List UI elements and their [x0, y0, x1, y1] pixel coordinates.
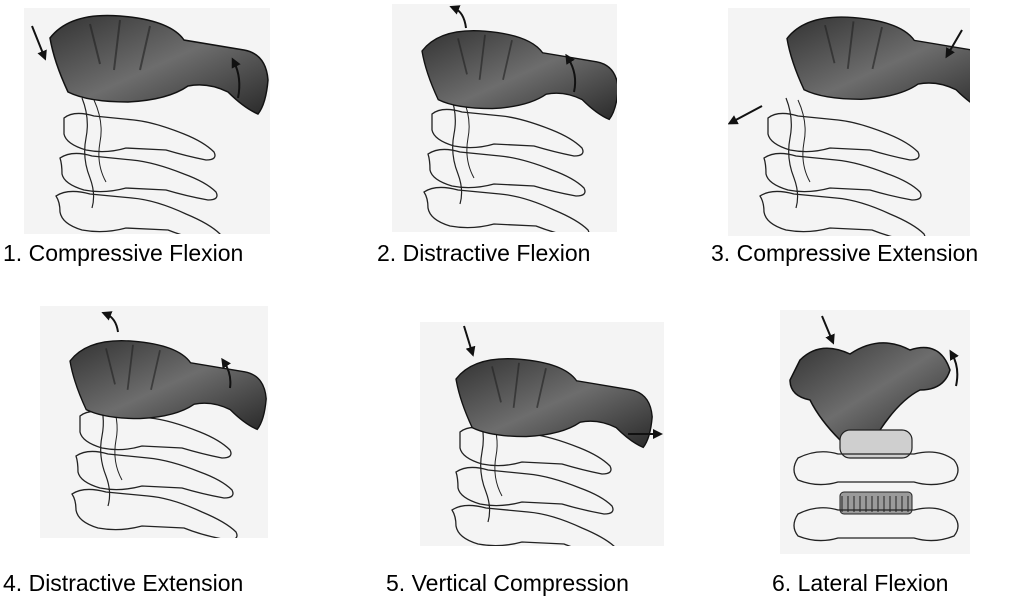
vertebra-illustration-1 — [24, 8, 270, 234]
caption-4: 4. Distractive Extension — [3, 570, 244, 596]
caption-3: 3. Compressive Extension — [711, 240, 979, 266]
vertebra-illustration-3 — [728, 8, 970, 236]
caption-6: 6. Lateral Flexion — [772, 570, 949, 596]
vertebra-illustration-5 — [420, 322, 664, 546]
vertebra-illustration-2 — [392, 4, 617, 232]
caption-2: 2. Distractive Flexion — [377, 240, 591, 266]
caption-5: 5. Vertical Compression — [386, 570, 629, 596]
caption-1: 1. Compressive Flexion — [3, 240, 244, 266]
vertebra-illustration-4 — [40, 306, 268, 538]
vertebra-illustration-6 — [780, 310, 970, 554]
